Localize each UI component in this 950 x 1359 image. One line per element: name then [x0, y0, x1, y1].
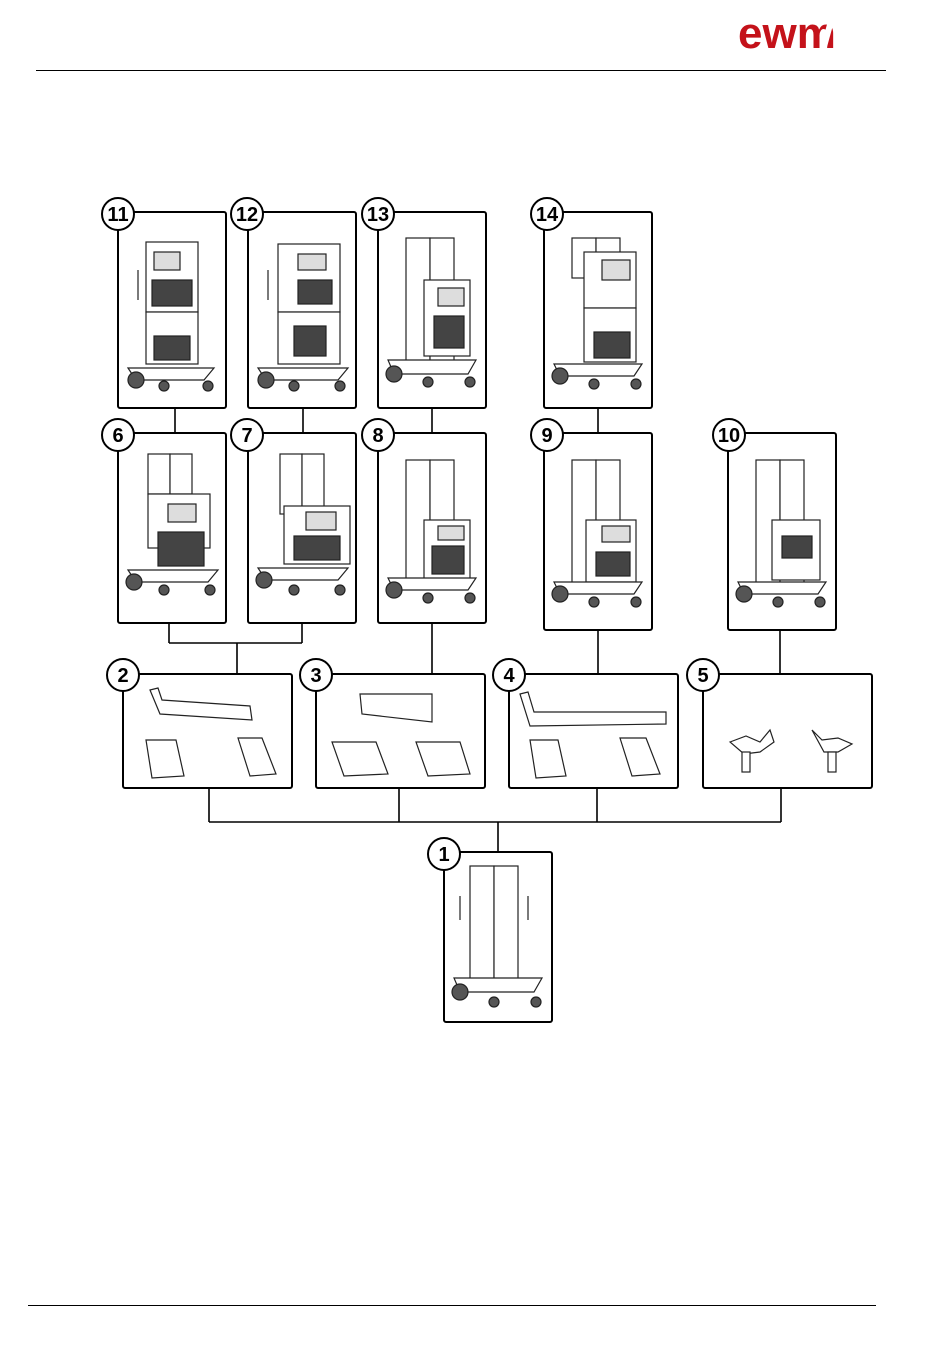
- panel-2: 2: [107, 659, 292, 788]
- panel-12-number: 12: [236, 204, 258, 226]
- panel-10-number: 10: [718, 425, 740, 447]
- panel-4: 4: [493, 659, 678, 788]
- panel-7-number: 7: [241, 425, 252, 447]
- panel-2-number: 2: [117, 665, 128, 687]
- panel-6-number: 6: [112, 425, 123, 447]
- panel-12: 12: [231, 198, 356, 408]
- panel-1-number: 1: [438, 844, 449, 866]
- panel-5: 5: [687, 659, 872, 788]
- panel-13: 13: [362, 198, 486, 408]
- panel-10: 10: [713, 419, 836, 630]
- panel-11: 11: [102, 198, 226, 408]
- panel-13-number: 13: [367, 204, 389, 226]
- panel-14-number: 14: [536, 204, 559, 226]
- panel-11-number: 11: [107, 204, 128, 226]
- panel-9-number: 9: [541, 425, 552, 447]
- panel-4-number: 4: [503, 665, 515, 687]
- panel-14: 14: [531, 198, 652, 408]
- panel-9: 9: [531, 419, 652, 630]
- panel-8-number: 8: [372, 425, 383, 447]
- panel-6: 6: [102, 419, 226, 623]
- panel-3-number: 3: [310, 665, 321, 687]
- panel-1: 1: [428, 838, 552, 1022]
- panel-5-number: 5: [697, 665, 708, 687]
- panel-7: 7: [231, 419, 356, 623]
- panel-3: 3: [300, 659, 485, 788]
- panel-8: 8: [362, 419, 486, 623]
